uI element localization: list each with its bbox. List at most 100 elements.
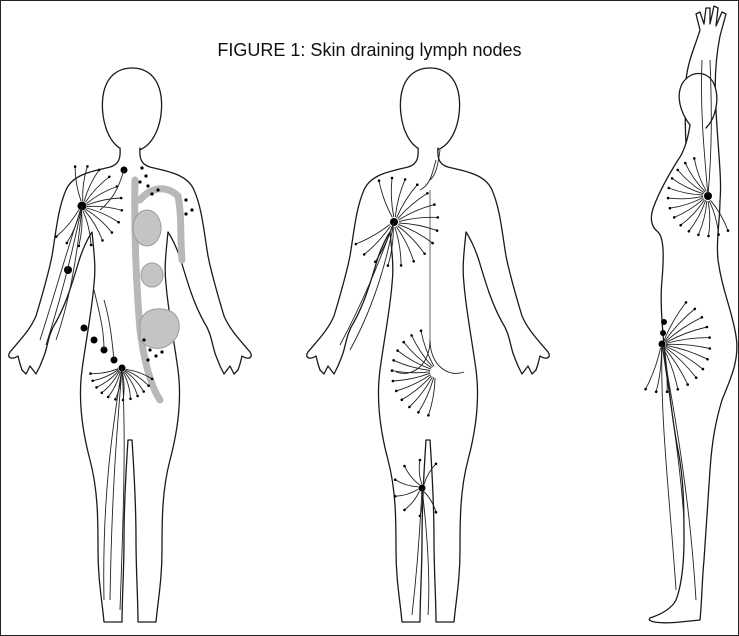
side-axillary-vessel-tip (676, 169, 679, 172)
front-inguinal-vessel-tip (107, 396, 110, 399)
back-axillary-vessel-tip (412, 260, 415, 263)
side-inguinal-vessel-tip (666, 390, 669, 393)
kidney-organ (141, 263, 163, 287)
front-inguinal-vessel-tip (129, 398, 132, 401)
back-buttock-vessel-tip (402, 341, 405, 344)
back-buttock-vessel-tip (391, 369, 394, 372)
front-small-node (138, 180, 141, 183)
back-popliteal-vessel-tip (403, 509, 406, 512)
front-inguinal-vessel-tip (136, 395, 139, 398)
aortic-branch (178, 196, 182, 260)
side-axillary-vessel-tip (679, 224, 682, 227)
side-axillary-vessel-tip (693, 157, 696, 160)
side-axillary-vessel-tip (671, 177, 674, 180)
back-popliteal-vessel-tip (419, 459, 422, 462)
back-axillary-vessel-tip (404, 178, 407, 181)
back-axillary-vessel-tip (378, 179, 381, 182)
front-inguinal-vessel-tip (95, 386, 98, 389)
side-inguinal-vessel-tip (709, 347, 712, 350)
back-buttock-vessel-tip (408, 406, 411, 409)
heart-organ (133, 210, 161, 246)
side-inguinal-node-2 (660, 330, 666, 336)
front-head (102, 68, 161, 152)
front-axillary-vessel-tip (55, 235, 58, 238)
front-body-view (9, 68, 252, 622)
front-axillary-vessel-tip (101, 239, 104, 242)
back-buttock-vessel-tip (410, 334, 413, 337)
back-axillary-vessel-tip (433, 203, 436, 206)
side-inguinal-vessel-tip (655, 390, 658, 393)
front-body-outline (9, 148, 252, 622)
side-axillary-vessel-tip (669, 207, 672, 210)
back-buttock-vessel-tip (395, 390, 398, 393)
back-axillary-vessel-tip (426, 192, 429, 195)
front-small-node (160, 350, 163, 353)
front-inguinal-vessel-tip (101, 392, 104, 395)
back-head (400, 68, 459, 152)
front-small-node (154, 354, 157, 357)
front-inguinal-vessel-tip (151, 378, 154, 381)
front-inguinal-vessel-tip (114, 398, 117, 401)
front-inguinal-vessel-tip (91, 380, 94, 383)
back-axillary-vessel-tip (391, 177, 394, 180)
back-axillary-vessel-tip (436, 229, 439, 232)
side-inguinal-vessel-tip (706, 326, 709, 329)
back-buttock-vessel-tip (417, 411, 420, 414)
back-axillary-vessel-tip (355, 243, 358, 246)
side-inguinal-vessel-tip (706, 358, 709, 361)
back-buttock-vessel-tip (420, 329, 423, 332)
side-inguinal-vessel-tip (695, 376, 698, 379)
back-axillary-vessel-tip (423, 252, 426, 255)
front-axillary-vessel-tip (98, 169, 101, 172)
front-inguinal-vessel-tip (142, 390, 145, 393)
side-axillary-vessel-tip (667, 197, 670, 200)
front-axillary-vessel-tip (108, 176, 111, 179)
side-inguinal-vessel-tip (702, 368, 705, 371)
back-axillary-vessel-tip (400, 264, 403, 267)
side-inguinal-vessel-tip (694, 308, 697, 311)
side-axillary-vessel-tip (707, 235, 710, 238)
back-buttock-vessel-tip (401, 398, 404, 401)
front-small-node (184, 198, 187, 201)
side-axillary-vessel-tip (697, 234, 700, 237)
side-inguinal-vessel-tip (701, 316, 704, 319)
back-popliteal-vessel-tip (394, 495, 397, 498)
side-inguinal-vessel-tip (685, 301, 688, 304)
front-small-node (142, 338, 145, 341)
side-axillary-vessel-tip (673, 216, 676, 219)
back-axillary-vessel-tip (416, 183, 419, 186)
back-buttock-vessel-tip (427, 414, 430, 417)
back-axillary-vessel-tip (387, 264, 390, 267)
front-small-node (140, 166, 143, 169)
front-inguinal-node-1 (81, 325, 88, 332)
front-small-node (184, 212, 187, 215)
front-axillary-vessel-tip (86, 165, 89, 168)
back-axillary-vessel-tip (437, 216, 440, 219)
front-axillary-vessel-tip (90, 244, 93, 247)
front-small-node (146, 184, 149, 187)
back-popliteal-vessel-tip (403, 465, 406, 468)
side-inguinal-node-1 (661, 319, 667, 325)
back-buttock-vessel-tip (392, 380, 395, 383)
front-axillary-vessel-tip (111, 231, 114, 234)
front-inguinal-vessel-tip (89, 372, 92, 375)
front-small-node (144, 174, 147, 177)
front-axillary-vessel-tip (120, 197, 123, 200)
side-axillary-vessel-tip (688, 230, 691, 233)
front-small-node (150, 192, 153, 195)
side-inguinal-vessel-tip (708, 336, 711, 339)
side-axillary-vessel-tip (668, 187, 671, 190)
front-axillary-vessel-tip (66, 242, 69, 245)
side-inguinal-vessel-tip (677, 388, 680, 391)
back-buttock-vessel-tip (396, 349, 399, 352)
side-inguinal-vessel-tip (644, 388, 647, 391)
side-axillary-vessel-tip (717, 233, 720, 236)
back-popliteal-vessel-tip (435, 463, 438, 466)
back-axillary-vessel-tip (431, 242, 434, 245)
back-buttock-vessel-tip (392, 359, 395, 362)
side-body-view (644, 6, 737, 623)
front-small-node (148, 348, 151, 351)
back-axillary-vessel-tip (363, 253, 366, 256)
front-axillary-vessel-tip (121, 209, 124, 212)
